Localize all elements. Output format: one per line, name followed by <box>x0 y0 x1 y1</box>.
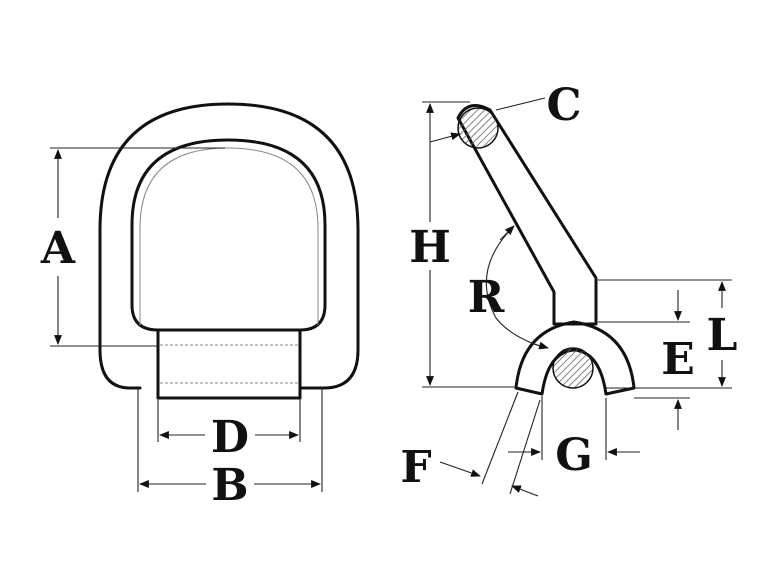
dim-c-leader-bottom <box>429 132 461 143</box>
dimension-l: L <box>598 279 738 389</box>
dimension-a: A <box>40 147 225 347</box>
dimension-f: F <box>400 391 541 497</box>
label-r: R <box>468 272 505 323</box>
arm-cross-section <box>457 107 499 149</box>
label-a: A <box>40 223 76 274</box>
dim-f-arrow-left <box>511 485 539 497</box>
clip-cross-section <box>552 347 594 389</box>
dimension-d: D <box>157 398 301 463</box>
dim-r-arrow-top <box>499 225 515 241</box>
dimension-c: C <box>429 80 582 143</box>
dim-f-arrow-right <box>439 461 481 477</box>
d-ring-base-block <box>156 328 302 400</box>
dimension-r: R <box>468 225 549 350</box>
d-ring-outer-outline <box>98 102 360 390</box>
arm-outline <box>456 104 598 326</box>
dim-f-ext-right <box>509 399 541 495</box>
label-d: D <box>211 412 249 463</box>
label-b: B <box>211 460 248 511</box>
d-ring-side-view <box>456 104 636 396</box>
dim-c-leader-top <box>495 97 546 111</box>
d-ring-inner-shade <box>139 147 319 325</box>
label-g: G <box>555 430 593 481</box>
label-c: C <box>546 80 581 131</box>
d-ring-inner-outline <box>130 138 327 332</box>
dim-r-arc <box>485 225 547 349</box>
dimension-e: E <box>598 290 695 430</box>
label-f: F <box>400 442 431 493</box>
label-h: H <box>409 222 451 273</box>
label-l: L <box>707 310 738 361</box>
d-ring-front-view <box>98 102 360 400</box>
dimension-h: H <box>409 101 516 388</box>
label-e: E <box>661 334 695 385</box>
dim-r-arrow-bottom <box>533 341 549 350</box>
dimension-g: G <box>508 396 640 481</box>
dimension-b: B <box>137 388 323 511</box>
dim-f-ext-left <box>481 391 519 485</box>
